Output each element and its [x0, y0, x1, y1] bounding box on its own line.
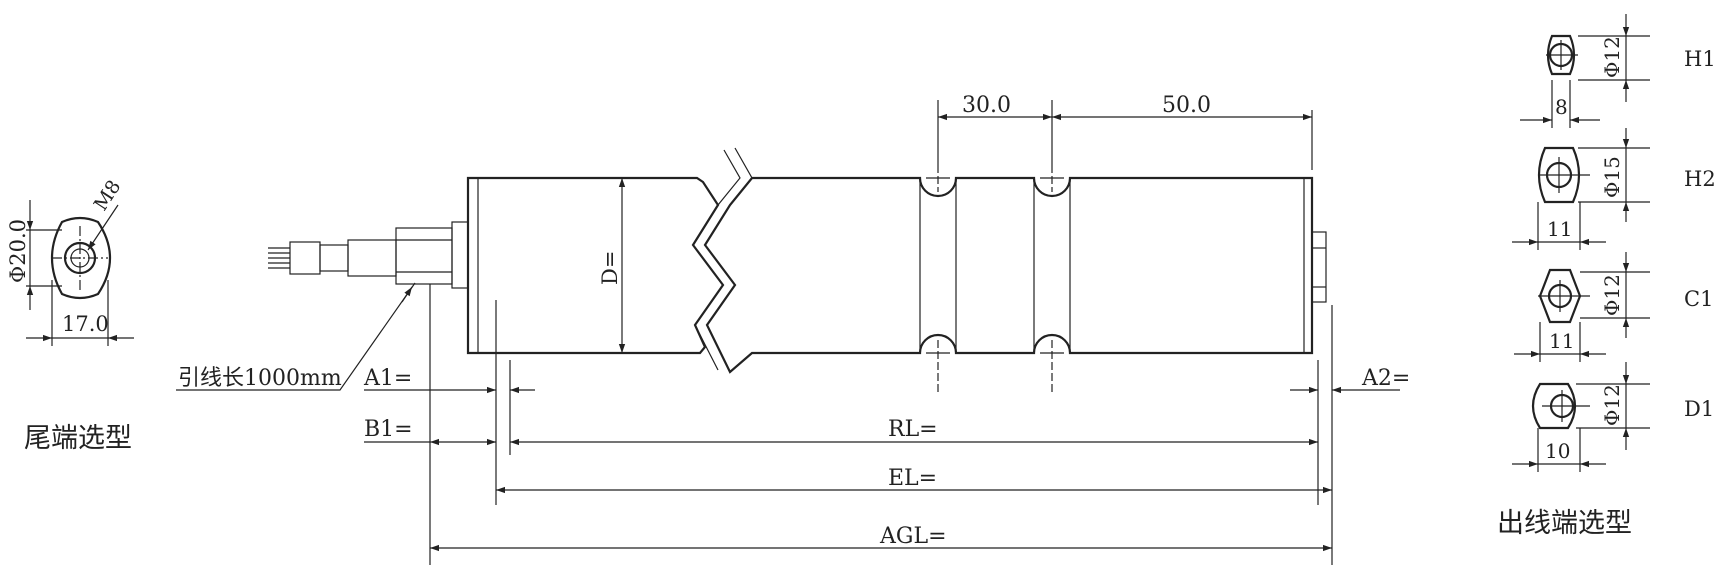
outlet-option-h2: Φ15 H2 11: [1512, 128, 1716, 250]
rl-label: RL=: [888, 417, 938, 442]
lead-cable: [268, 239, 397, 277]
lead-leader: [176, 282, 416, 391]
tail-end-outline: [51, 216, 112, 300]
b1-label: B1=: [364, 417, 413, 442]
h2-code: H2: [1684, 167, 1716, 191]
h2-diameter: Φ15: [1600, 156, 1624, 198]
main-view: 30.0 50.0 D= 引线长1000mm A1= A2= B1= RL= E…: [176, 93, 1410, 565]
c1-code: C1: [1684, 287, 1713, 311]
cylinder-body-right: [703, 176, 1314, 374]
h1-diameter: Φ12: [1600, 36, 1624, 78]
tail-end-view: Φ20.0 M8 17.0 尾端选型: [6, 176, 134, 454]
cable-gland: [395, 227, 453, 285]
lead-length-label: 引线长1000mm: [178, 366, 342, 391]
h2-width: 11: [1547, 217, 1572, 241]
dim-50-label: 50.0: [1162, 93, 1211, 118]
a1-label: A1=: [363, 366, 412, 391]
h1-code: H1: [1684, 47, 1716, 71]
tail-width-label: 17.0: [62, 312, 109, 336]
c1-width: 11: [1549, 329, 1574, 353]
outlet-caption: 出线端选型: [1497, 508, 1632, 539]
tail-diameter-label: Φ20.0: [6, 219, 30, 283]
a2-label: A2=: [1361, 366, 1410, 391]
el-label: EL=: [888, 466, 937, 491]
d1-diameter: Φ12: [1600, 384, 1624, 426]
c1-diameter: Φ12: [1600, 274, 1624, 316]
outlet-options: Φ12 H1 8 Φ15 H2 11: [1497, 14, 1716, 539]
dim-30-label: 30.0: [962, 93, 1011, 118]
h1-width: 8: [1555, 95, 1568, 119]
outlet-option-c1: Φ12 C1 11: [1514, 252, 1713, 362]
d1-width: 10: [1545, 439, 1570, 463]
end-nut: [1311, 231, 1327, 303]
tail-thread-label: M8: [90, 176, 126, 214]
break-line-left: [692, 149, 741, 371]
d1-code: D1: [1684, 397, 1714, 421]
cylinder-body-left: [466, 176, 725, 355]
agl-label: AGL=: [879, 524, 947, 549]
tail-caption: 尾端选型: [24, 423, 132, 454]
diameter-d-label: D=: [598, 251, 622, 285]
outlet-option-d1: Φ12 D1 10: [1512, 362, 1714, 472]
outlet-option-h1: Φ12 H1 8: [1520, 14, 1716, 128]
